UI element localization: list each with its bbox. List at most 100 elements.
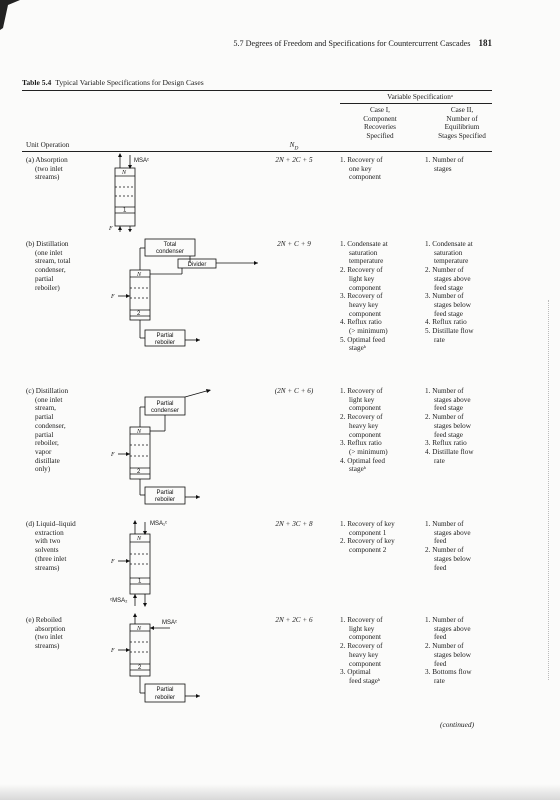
case2-cell-line: feed stage [434, 309, 463, 318]
case1-cell-line: heavy key [349, 421, 379, 430]
stage-label: 2 [137, 311, 141, 317]
stage-label: N [136, 272, 142, 278]
table-top-rule [22, 90, 492, 91]
case2-cell-line: stages below [434, 421, 471, 430]
condenser-label: condenser [156, 249, 184, 255]
case2-cell-line: stages above [434, 395, 471, 404]
case1-cell-line: 3. Recovery of [340, 292, 383, 301]
case1-cell-line: component 1 [349, 528, 387, 537]
case2-cell-line: feed [434, 537, 447, 546]
msa2-label: ᶜMSA₂ [110, 598, 128, 604]
unit-operation-cell-line: absorption [35, 624, 66, 633]
case1-cell-line: component [349, 309, 381, 318]
unit-operation-cell-line: condenser, [35, 266, 66, 275]
case1-header-line: Specified [366, 131, 394, 140]
case1-cell-line: light key [349, 395, 375, 404]
case2-cell-line: stages below [434, 300, 471, 309]
case1-cell-line: component [349, 173, 381, 182]
case2-cell-line: stages above [434, 274, 471, 283]
reboiler-label: reboiler [155, 695, 175, 701]
case2-cell-line: feed stage [434, 430, 463, 439]
stage-label: N [136, 429, 142, 435]
unit-operation-cell-line: (d) Liquid–liquid [26, 520, 76, 528]
unit-operation-cell-line: (e) Reboiled [26, 616, 62, 624]
unit-operation-cell-line: (b) Distillation [26, 240, 69, 248]
case2-cell-line: 3. Reflux ratio [425, 439, 467, 448]
case1-cell-line: (> minimum) [349, 327, 388, 336]
case2-cell-line: 1. Number of [425, 387, 464, 395]
msa-label: MSAᶜ [162, 620, 177, 626]
unit-operation-cell-line: streams) [35, 642, 60, 651]
case1-cell-line: 3. Reflux ratio [340, 439, 382, 448]
table-label: Table 5.4 [22, 78, 52, 87]
unit-operation-cell-line: stream, total [35, 257, 71, 266]
nd-cell: 2N + 2C + 5 [275, 156, 313, 164]
reboiler-label: reboiler [155, 340, 175, 346]
feed-label: F [110, 452, 115, 458]
case2-cell-line: 3. Bottoms flow [425, 668, 472, 677]
unit-operation-cell-line: partial [35, 413, 54, 422]
case2-header-line: Equilibrium [444, 123, 480, 132]
case1-cell-line: (> minimum) [349, 447, 388, 456]
case1-cell-line: component [349, 283, 381, 292]
msa-label: MSAᶜ [134, 158, 149, 164]
stage-label: N [136, 536, 142, 542]
stage-label: N [121, 170, 127, 176]
diagram-reboiled-absorption: MSAᶜ N 2 F Partial reboiler [100, 612, 220, 712]
case1-cell-line: component [349, 430, 381, 439]
unit-operation-cell-line: only) [35, 465, 51, 474]
divider-label: Divider [188, 262, 207, 268]
case1-cell-line: component [349, 659, 381, 668]
variable-spec-rule [340, 103, 492, 104]
case1-cell-line: component [349, 404, 381, 413]
stage-label: 1 [138, 579, 142, 585]
case1-cell-line: stageᵇ [349, 344, 366, 353]
case1-cell-line: heavy key [349, 650, 379, 659]
case1-cell-line: feed stageᵇ [349, 676, 381, 685]
case1-cell-line: 2. Recovery of [340, 642, 383, 651]
reboiler-label: Partial [156, 687, 173, 693]
stage-label: N [136, 626, 142, 632]
case1-cell-line: 4. Optimal feed [340, 456, 385, 465]
nd-cell: 2N + C + 9 [277, 240, 311, 248]
unit-operation-cell-line: (a) Absorption [26, 156, 68, 164]
case1-header-line: Recoveries [364, 123, 396, 132]
feed-label: F [108, 226, 113, 232]
unit-operation-cell-line: partial [35, 274, 54, 283]
case2-cell-line: 2. Number of [425, 642, 464, 651]
case2-cell-line: rate [434, 335, 445, 344]
condenser-label: Partial [156, 401, 173, 407]
unit-operation-cell-line: (two inlet [35, 633, 63, 642]
page-edge-speckle [548, 300, 550, 680]
case1-cell-line: saturation [349, 248, 378, 257]
condenser-label: condenser [151, 408, 179, 414]
running-head: 5.7 Degrees of Freedom and Specification… [196, 38, 492, 48]
unit-operation-cell-line: with two [35, 537, 61, 546]
case2-cell-line: stages below [434, 650, 471, 659]
case1-cell-line: component [349, 633, 381, 642]
case2-cell-line: 1. Number of [425, 520, 464, 528]
case2-cell-line: 2. Number of [425, 266, 464, 275]
unit-operation-cell-line: streams) [35, 563, 60, 572]
case2-cell-line: feed stage [434, 404, 463, 413]
unit-operation-header: Unit Operation [26, 141, 70, 149]
feed-label: F [110, 294, 115, 300]
case2-cell-line: stages above [434, 624, 471, 633]
unit-operation-cell-line: streams) [35, 173, 60, 182]
unit-operation-cell-line: stream, [35, 404, 56, 413]
diagram-distillation-partial-condenser: Partial condenser N 2 F Partial reboiler [100, 387, 260, 512]
msa1-label: MSA₁ᶜ [150, 521, 167, 527]
page-corner-mark [0, 0, 20, 30]
unit-operation-cell-line: (three inlet [35, 554, 67, 563]
case2-cell-line: stages [434, 164, 452, 173]
